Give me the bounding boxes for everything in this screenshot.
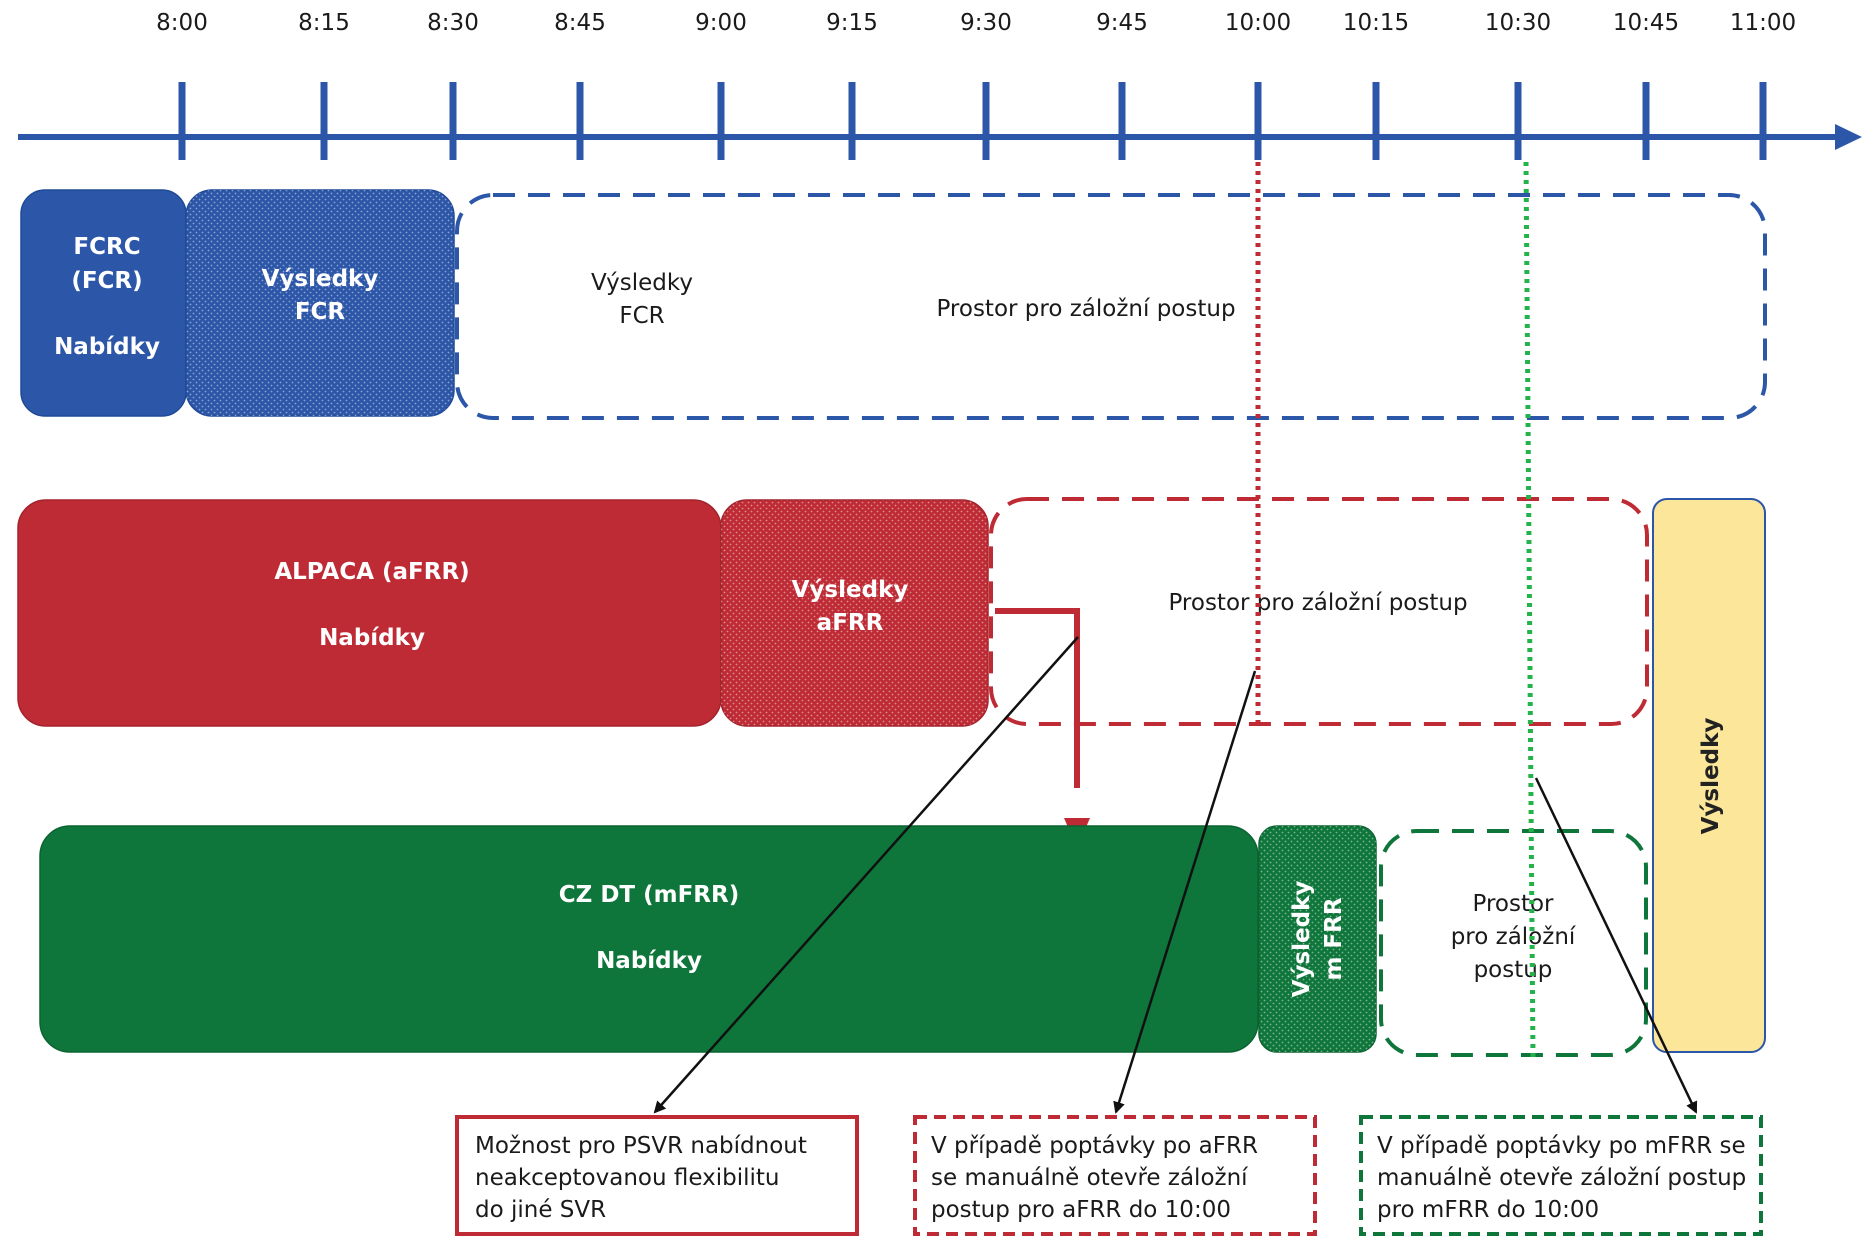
- psvr-note-pointer: [653, 636, 1079, 1114]
- psvr-note-box: [455, 1115, 859, 1236]
- mfrr-note: V případě poptávky po mFRR se manuálně o…: [1359, 1115, 1763, 1236]
- afrr-results-label-1: Výsledky: [792, 577, 909, 603]
- afrr-backup-label: Prostor pro záložní postup: [1168, 590, 1467, 616]
- fcr-backup-box: [455, 193, 1767, 420]
- mfrr-note-line-2: manuálně otevře záložní postup: [1377, 1165, 1746, 1191]
- fcr-results-dots: [186, 190, 454, 416]
- timeline-tick-label: 8:15: [298, 10, 350, 36]
- timeline-tick-label: 10:30: [1485, 10, 1551, 36]
- timeline-tick-label: 9:45: [1096, 10, 1148, 36]
- mfrr-backup-label-1: Prostor: [1472, 891, 1554, 917]
- timeline-tick-label: 10:45: [1613, 10, 1679, 36]
- fcr-backup-results-label-1: Výsledky: [591, 270, 693, 296]
- timeline-tick-label: 8:30: [427, 10, 479, 36]
- mfrr-bids-label-2: Nabídky: [596, 948, 702, 974]
- timeline-tick-label: 11:00: [1730, 10, 1796, 36]
- afrr-note: V případě poptávky po aFRR se manuálně o…: [913, 1115, 1317, 1236]
- fcr-bids-box: [20, 189, 187, 417]
- timeline-tick-label: 8:00: [156, 10, 208, 36]
- afrr-note-box: [913, 1115, 1317, 1236]
- timeline-tick-label: 10:00: [1225, 10, 1291, 36]
- fcr-row: FCRC (FCR) Nabídky Výsledky FCR Výsledky…: [20, 189, 1767, 420]
- afrr-note-line-1: V případě poptávky po aFRR: [931, 1133, 1258, 1159]
- afrr-results-label-2: aFRR: [817, 610, 884, 636]
- mfrr-note-pointer: [1534, 777, 1698, 1114]
- afrr-row: ALPACA (aFRR) Nabídky Výsledky aFRR Pros…: [17, 497, 1649, 848]
- final-results-box: [1652, 498, 1766, 1053]
- mfrr-results-label-1: Výsledky: [1289, 881, 1315, 998]
- timeline-tick-label: 9:30: [960, 10, 1012, 36]
- afrr-note-line-2: se manuálně otevře záložní: [931, 1165, 1248, 1191]
- afrr-bids-box: [17, 499, 722, 727]
- afrr-bids-label-2: Nabídky: [319, 625, 425, 651]
- timeline: 8:00 8:15 8:30 8:45 9:00 9:15 9:30 9:45 10:00 10:…: [18, 10, 1862, 160]
- mfrr-results-dots: [1259, 826, 1376, 1052]
- afrr-note-pointer: [1113, 670, 1257, 1114]
- mfrr-results-label-2: m FRR: [1321, 897, 1347, 980]
- fcr-bids-label-3: Nabídky: [54, 334, 160, 360]
- mfrr-backup-box: [1379, 829, 1648, 1057]
- fcr-bids-label-1: FCRC: [73, 234, 140, 260]
- fcr-backup-results-label-2: FCR: [619, 303, 664, 329]
- final-results-label: Výsledky: [1698, 718, 1724, 835]
- timeline-arrow-head: [1835, 124, 1862, 150]
- fcr-backup-label: Prostor pro záložní postup: [936, 296, 1235, 322]
- fcr-results-label-2: FCR: [295, 299, 346, 325]
- final-results: Výsledky: [1652, 498, 1766, 1053]
- afrr-to-mfrr-arrow: [995, 608, 1080, 788]
- afrr-backup-box: [989, 497, 1649, 726]
- mfrr-backup-label-2: pro záložní: [1451, 924, 1576, 950]
- afrr-results-dots: [721, 500, 988, 726]
- timeline-tick-label: 9:15: [826, 10, 878, 36]
- psvr-note-line-3: do jiné SVR: [475, 1197, 606, 1223]
- mfrr-backup-label-3: postup: [1474, 957, 1553, 983]
- mfrr-bids-label-1: CZ DT (mFRR): [559, 882, 739, 908]
- mfrr-note-box: [1359, 1115, 1763, 1236]
- psvr-note-line-1: Možnost pro PSVR nabídnout: [475, 1133, 807, 1159]
- psvr-note-line-2: neakceptovanou flexibilitu: [475, 1165, 779, 1191]
- psvr-note: Možnost pro PSVR nabídnout neakceptovano…: [455, 1115, 859, 1236]
- mfrr-row: CZ DT (mFRR) Nabídky Výsledky m FRR Pros…: [39, 825, 1648, 1057]
- timeline-tick-label: 8:45: [554, 10, 606, 36]
- afrr-bids-label-1: ALPACA (aFRR): [274, 559, 469, 585]
- fcr-results-label-1: Výsledky: [262, 266, 379, 292]
- timeline-tick-label: 9:00: [695, 10, 747, 36]
- fcr-bids-label-2: (FCR): [71, 268, 142, 294]
- afrr-note-line-3: postup pro aFRR do 10:00: [931, 1197, 1231, 1223]
- mfrr-note-line-3: pro mFRR do 10:00: [1377, 1197, 1599, 1223]
- mfrr-note-line-1: V případě poptávky po mFRR se: [1377, 1133, 1746, 1159]
- mfrr-bids-box: [39, 825, 1259, 1053]
- timeline-tick-label: 10:15: [1343, 10, 1409, 36]
